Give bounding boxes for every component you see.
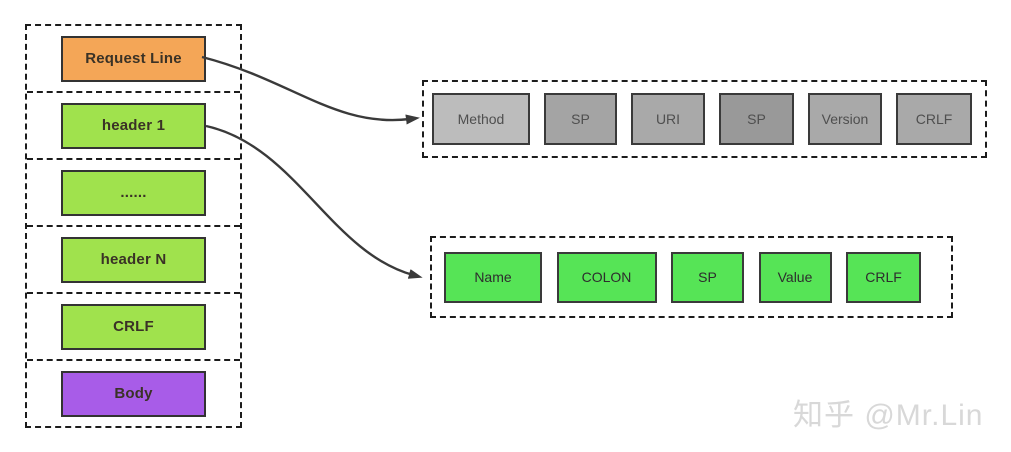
stack-section-request-line: Request Line	[27, 26, 240, 91]
name-box: Name	[444, 251, 542, 303]
stack-section-header-n: header N	[27, 225, 240, 292]
sp-header-box: SP	[671, 251, 744, 303]
sp-box-1: SP	[544, 93, 617, 145]
watermark: 知乎 @Mr.Lin	[793, 399, 984, 432]
stack-section-crlf: CRLF	[27, 292, 240, 359]
request-line-detail-row: Method SP URI SP Version CRLF	[422, 80, 987, 158]
crlf-detail-box: CRLF	[896, 93, 972, 145]
value-box: Value	[758, 251, 832, 303]
ellipsis-box: ......	[61, 169, 206, 216]
uri-box: URI	[631, 93, 705, 145]
crlf-header-box: CRLF	[846, 251, 921, 303]
header-detail-row: Name COLON SP Value CRLF	[430, 236, 953, 318]
sp-box-2: SP	[719, 93, 794, 145]
colon-box: COLON	[556, 251, 657, 303]
method-box: Method	[432, 93, 530, 145]
version-box: Version	[808, 93, 882, 145]
stack-section-header-1: header 1	[27, 91, 240, 158]
stack-section-body: Body	[27, 359, 240, 426]
header-1-box: header 1	[61, 102, 206, 149]
header-n-box: header N	[61, 236, 206, 283]
stack-section-ellipsis: ......	[27, 158, 240, 225]
request-line-box: Request Line	[61, 35, 206, 82]
body-box: Body	[61, 370, 206, 417]
crlf-box: CRLF	[61, 303, 206, 350]
request-structure-stack: Request Line header 1 ...... header N CR…	[25, 24, 242, 428]
